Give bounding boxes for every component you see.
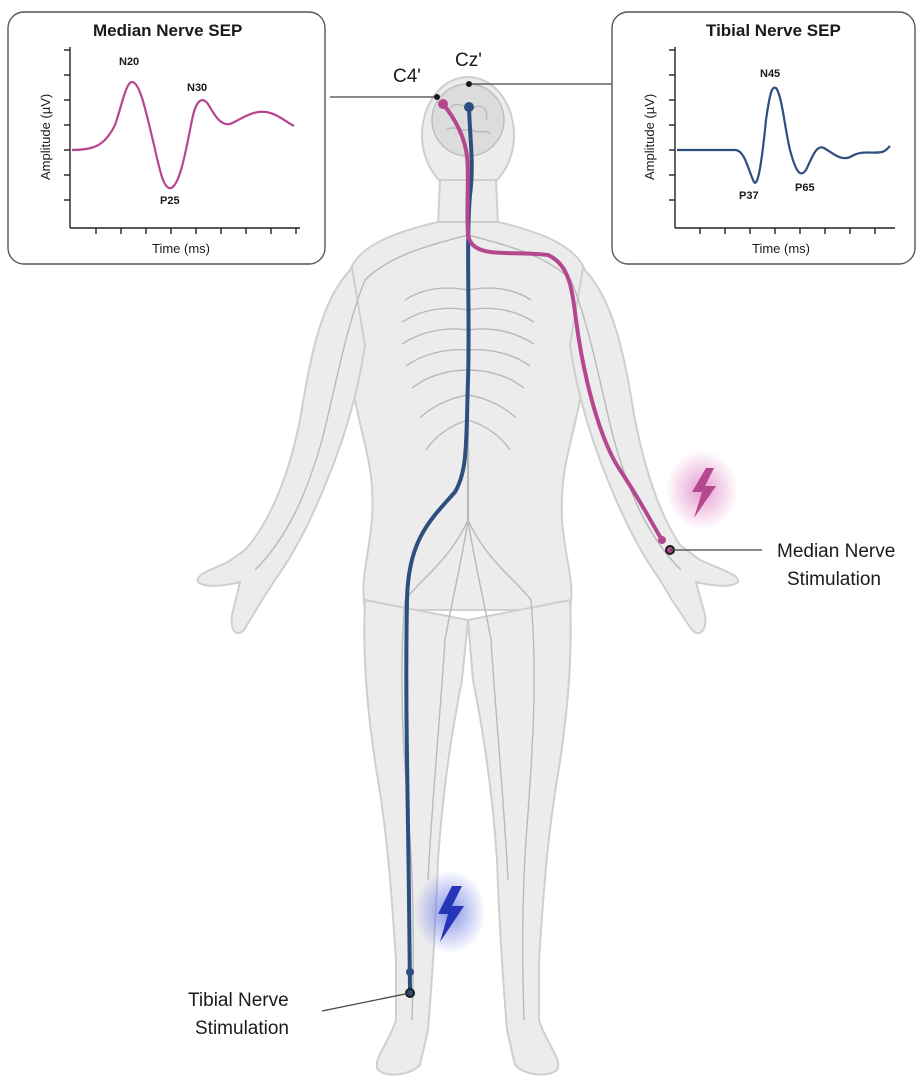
median-stim-label-1: Median Nerve (777, 541, 895, 562)
right-leg (468, 600, 571, 1075)
median-peak-n20: N20 (119, 56, 139, 68)
median-peak-n30: N30 (187, 82, 207, 94)
tibial-peak-p37: P37 (739, 190, 759, 202)
median-peak-p25: P25 (160, 195, 180, 207)
tibial-peak-p65: P65 (795, 182, 815, 194)
left-leg (364, 600, 468, 1075)
tibial-stim-label-1: Tibial Nerve (188, 990, 289, 1011)
median-stim-label-2: Stimulation (787, 569, 881, 590)
c4-label: C4' (393, 66, 421, 87)
tibial-ylabel: Amplitude (µV) (642, 94, 657, 180)
tibial-stim-label-2: Stimulation (195, 1018, 289, 1039)
cz-electrode (466, 81, 472, 87)
median-sep-panel: Median Nerve SEP N20 P25 N30 Time (ms) A… (8, 12, 325, 264)
tibial-ankle-dot (406, 968, 414, 976)
lightning-bolt-icon-median (666, 450, 738, 530)
median-xlabel: Time (ms) (152, 241, 210, 256)
tibial-sep-panel: Tibial Nerve SEP N45 P37 P65 Time (ms) A… (612, 12, 915, 264)
c4-electrode (434, 94, 440, 100)
median-panel-title: Median Nerve SEP (93, 21, 242, 40)
tibial-xlabel: Time (ms) (752, 241, 810, 256)
cz-label: Cz' (455, 50, 482, 71)
tibial-peak-n45: N45 (760, 68, 780, 80)
median-panel-frame (8, 12, 325, 264)
median-brain-dot (438, 99, 448, 109)
median-wrist-dot (658, 536, 666, 544)
lightning-bolt-icon-tibial (414, 870, 486, 954)
left-arm (198, 268, 365, 633)
right-arm (570, 268, 738, 633)
tibial-brain-dot (464, 102, 474, 112)
median-ylabel: Amplitude (µV) (38, 94, 53, 180)
tibial-panel-title: Tibial Nerve SEP (706, 21, 841, 40)
